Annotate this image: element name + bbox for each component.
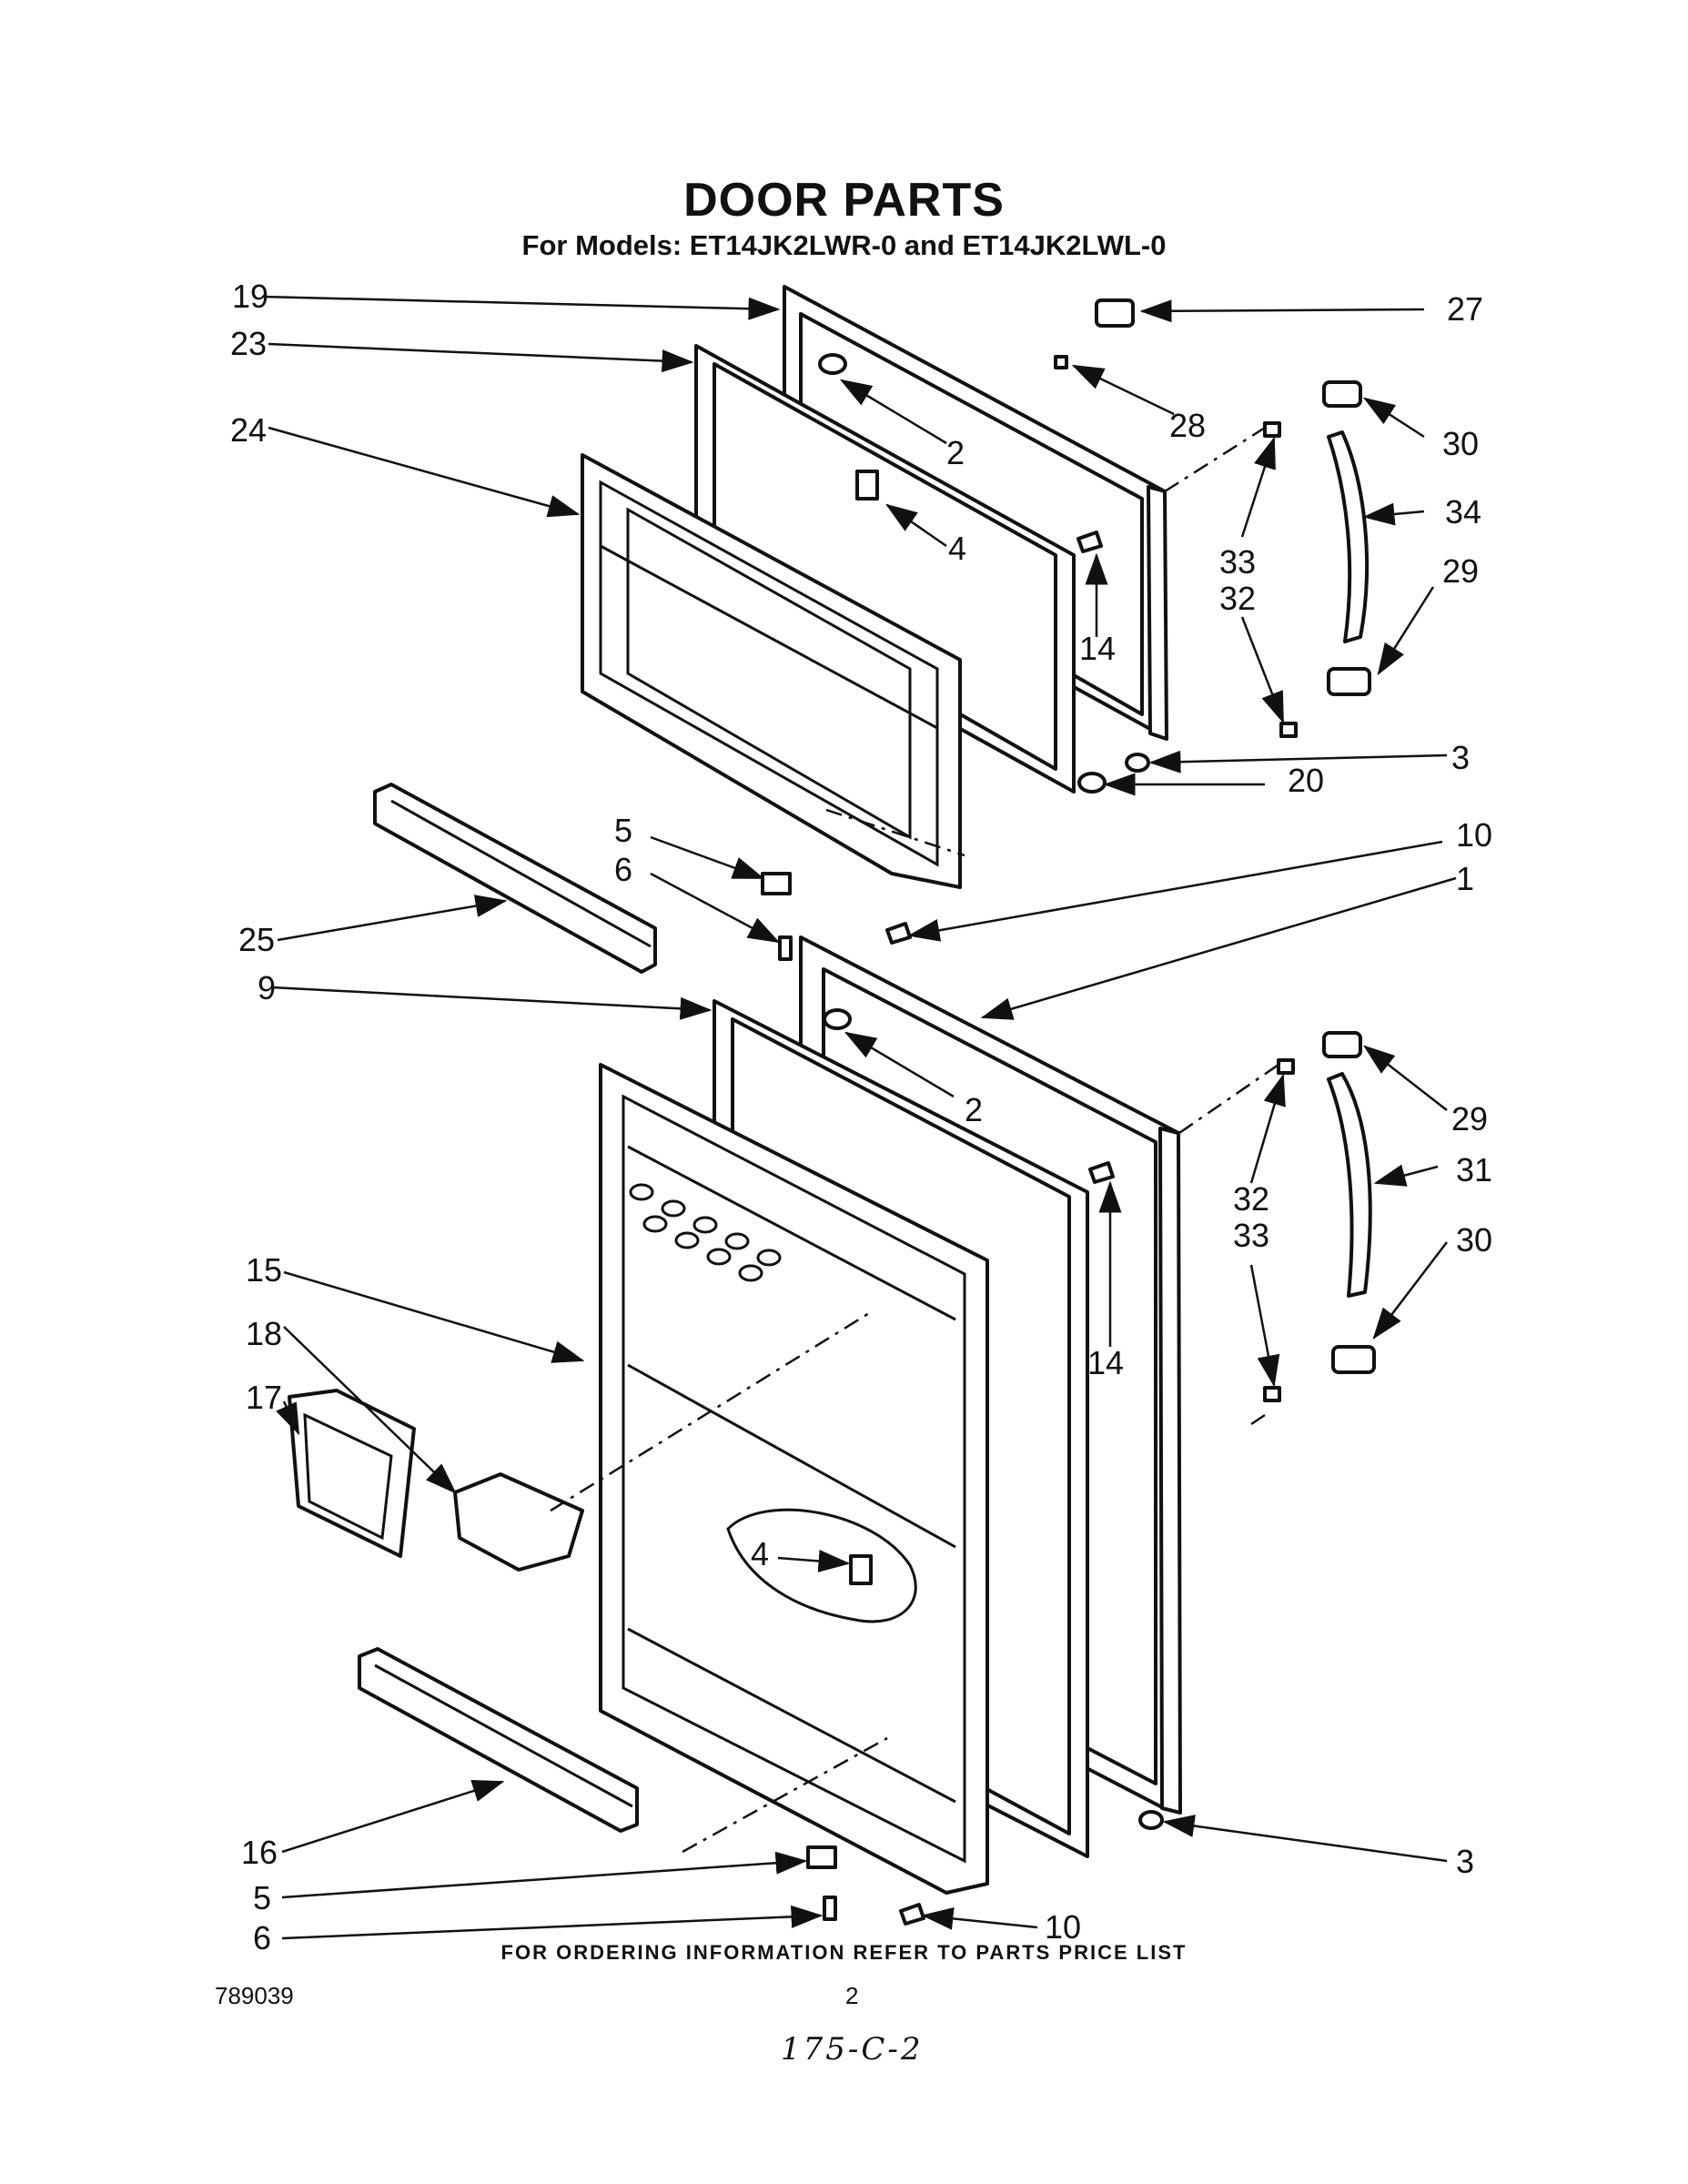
butter-compartment [453, 1472, 584, 1572]
callout-10: 10 [1456, 816, 1492, 854]
callout-19: 19 [232, 278, 268, 315]
page-number: 2 [845, 1982, 859, 2009]
callout-1: 1 [1456, 860, 1474, 897]
fresh-food-handle-assembly [1263, 1031, 1376, 1402]
callout-3: 3 [1451, 739, 1470, 776]
callout-14: 14 [1087, 1344, 1124, 1381]
callout-17: 17 [246, 1379, 282, 1416]
callout-4: 4 [751, 1535, 769, 1572]
ordering-note: FOR ORDERING INFORMATION REFER TO PARTS … [500, 1941, 1188, 1964]
freezer-handle-assembly [1263, 380, 1371, 738]
callout-33: 33 [1233, 1217, 1269, 1254]
callout-23: 23 [230, 325, 267, 362]
handwritten-note: 175-C-2 [781, 2031, 924, 2068]
models-subtitle: For Models: ET14JK2LWR-0 and ET14JK2LWL-… [521, 229, 1167, 261]
callout-24: 24 [230, 411, 267, 449]
callout-5: 5 [253, 1879, 271, 1916]
callout-34: 34 [1445, 493, 1481, 531]
callout-30: 30 [1442, 425, 1479, 462]
callout-3: 3 [1456, 1843, 1474, 1880]
callout-6: 6 [253, 1919, 271, 1956]
document-number: 789039 [215, 1982, 294, 2009]
callout-30: 30 [1456, 1221, 1492, 1259]
small-hardware [761, 298, 1164, 1926]
callout-20: 20 [1288, 762, 1324, 799]
callout-32: 32 [1233, 1180, 1269, 1218]
egg-tray-grid [629, 1183, 782, 1282]
callout-6: 6 [614, 851, 632, 888]
callout-4: 4 [948, 530, 966, 567]
door-shelf-upper [358, 1647, 639, 1833]
callout-18: 18 [246, 1315, 282, 1352]
freezer-door-gasket [694, 344, 1076, 794]
fresh-food-door-liner [599, 1063, 989, 1895]
callout-29: 29 [1451, 1100, 1488, 1138]
freezer-door-liner [581, 453, 962, 889]
callout-2: 2 [965, 1091, 983, 1128]
freezer-door-shelf [373, 783, 657, 974]
callout-27: 27 [1447, 290, 1483, 328]
callout-28: 28 [1169, 407, 1206, 444]
callout-2: 2 [946, 434, 965, 471]
callout-9: 9 [258, 969, 276, 1006]
callout-10: 10 [1045, 1908, 1081, 1946]
callout-25: 25 [238, 921, 275, 958]
callout-33: 33 [1219, 543, 1256, 581]
callout-29: 29 [1442, 552, 1479, 590]
callout-16: 16 [241, 1834, 278, 1871]
callout-labels: 19 23 24 2 4 28 27 30 34 29 33 32 14 3 2… [230, 278, 1492, 1956]
callout-15: 15 [246, 1251, 282, 1289]
leader-lines [261, 295, 1457, 1940]
callout-14: 14 [1079, 630, 1116, 667]
butter-compartment-door [288, 1389, 416, 1558]
callout-31: 31 [1456, 1151, 1492, 1188]
page-title: DOOR PARTS [683, 174, 1005, 227]
callout-32: 32 [1219, 580, 1256, 617]
callout-5: 5 [614, 812, 632, 849]
